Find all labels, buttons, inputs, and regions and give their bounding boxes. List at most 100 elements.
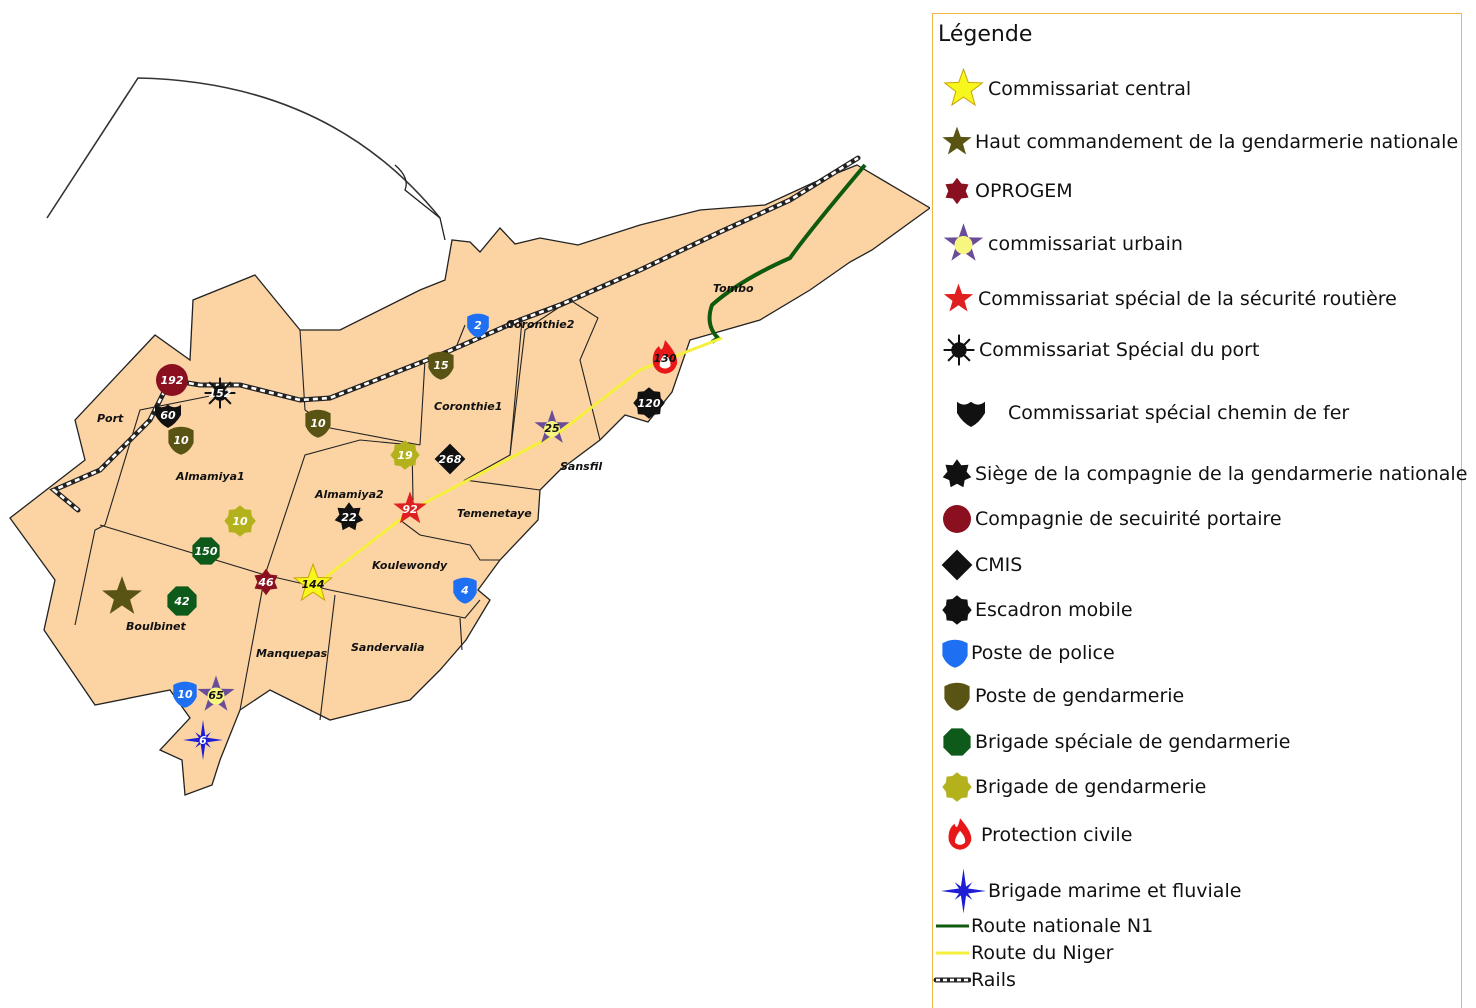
marker-value: 25: [544, 422, 560, 435]
marker-value: 46: [257, 576, 274, 589]
district-label-koulewondy: Koulewondy: [372, 559, 448, 572]
marker-urban-police: 65: [197, 675, 235, 711]
marker-value: 4: [460, 584, 469, 597]
marker-value: 42: [173, 595, 190, 608]
legend-item-label: Route nationale N1: [971, 915, 1154, 937]
legend-item-label: Siège de la compagnie de la gendarmerie …: [975, 463, 1468, 485]
marker-value: 2: [474, 319, 482, 332]
marker-oprogem: 46: [254, 568, 278, 596]
marker-value: 144: [302, 578, 325, 591]
district-label-sandervalia: Sandervalia: [351, 641, 425, 654]
marker-value: 130: [654, 352, 677, 365]
marker-value: 120: [638, 397, 661, 410]
legend-rail-police-icon: [957, 401, 985, 427]
legend-mobile-squadron-icon: [942, 595, 972, 625]
legend-gend-hq-seat-icon: [942, 459, 972, 488]
marker-port-special: 152: [204, 377, 236, 409]
marker-value: 150: [195, 545, 218, 558]
district-label-boulbinet: Boulbinet: [126, 620, 186, 633]
legend-special-brigade-icon: [943, 728, 971, 756]
marker-value: 192: [161, 374, 184, 387]
route-niger-swatch-icon: [936, 951, 969, 955]
legend-item-label: Poste de police: [971, 642, 1115, 664]
legend-civil-protection-icon: [948, 818, 972, 850]
marker-mobile-squadron: 120: [633, 387, 665, 419]
marker-police-post: 2: [467, 313, 489, 338]
district-label-almamiya2: Almamiya2: [314, 488, 384, 501]
marker-value: 10: [173, 434, 189, 447]
legend-item-label: Route du Niger: [971, 942, 1114, 964]
marker-value: 60: [160, 409, 176, 422]
district-labels: Port Almamiya1 Almamiya2 Coronthie1 Coro…: [97, 282, 754, 660]
legend-item-route-niger: Route du Niger: [933, 941, 1113, 965]
marker-police-post: 10: [173, 681, 197, 708]
district-label-tombo: Tombo: [713, 282, 754, 295]
legend-item-rail-police: Commissariat spécial chemin de fer: [933, 393, 1349, 433]
legend-item-police-post: Poste de police: [933, 633, 1115, 673]
legend-item-cmis: CMIS: [933, 545, 1022, 585]
legend-item-central-police: Commissariat central: [933, 67, 1192, 109]
marker-civil-protection: 130: [652, 340, 678, 374]
legend-item-port-special: Commissariat Spécial du port: [933, 330, 1259, 370]
marker-central-police: 144: [292, 562, 334, 602]
district-label-coronthie1: Coronthie1: [434, 400, 502, 413]
legend-item-label: Commissariat spécial chemin de fer: [1008, 402, 1350, 424]
district-label-sansfil: Sansfil: [560, 460, 602, 473]
district-label-manquepas: Manquepas: [256, 647, 328, 660]
legend-police-post-icon: [942, 639, 968, 668]
legend-road-safety-icon: [943, 283, 974, 312]
marker-value: 10: [232, 515, 248, 528]
legend-title: Légende: [938, 22, 1033, 47]
legend-item-civil-protection: Protection civile: [933, 815, 1132, 855]
district-label-temenetaye: Temenetaye: [457, 507, 532, 520]
legend-item-label: Commissariat central: [988, 78, 1192, 100]
marker-company-port: 192: [156, 364, 188, 396]
marker-value: 15: [433, 359, 449, 372]
legend-item-label: Rails: [971, 969, 1016, 991]
marker-gend-hq-seat: 22: [334, 502, 364, 531]
marker-value: 10: [310, 417, 326, 430]
marker-gend-brigade: 19: [390, 440, 420, 470]
marker-gend-hq: [102, 576, 142, 614]
legend-maritime-brigade-icon: [941, 868, 986, 914]
legend-urban-police-icon: [943, 223, 984, 261]
marker-value: 268: [439, 453, 462, 466]
legend-port-special-icon: [943, 334, 975, 366]
marker-layer: 192 152 60 10 10 2 15 130 120 25 19 268 22 92 10 150 46 1…: [102, 313, 678, 760]
marker-gend-brigade: 10: [224, 505, 256, 537]
legend-item-label: Haut commandement de la gendarmerie nati…: [975, 131, 1459, 153]
legend-item-mobile-squadron: Escadron mobile: [933, 590, 1133, 630]
legend-item-road-safety: Commissariat spécial de la sécurité rout…: [933, 279, 1397, 319]
legend-item-maritime-brigade: Brigade marime et fluviale: [933, 868, 1242, 914]
legend-item-label: OPROGEM: [975, 180, 1073, 202]
legend-item-gend-hq: Haut commandement de la gendarmerie nati…: [933, 122, 1458, 162]
legend-item-gend-post: Poste de gendarmerie: [933, 676, 1184, 716]
legend-item-route-n1: Route nationale N1: [933, 914, 1153, 938]
marker-special-brigade: 42: [167, 586, 197, 616]
legend-central-police-icon: [943, 67, 984, 107]
legend-item-urban-police: commissariat urbain: [933, 223, 1183, 264]
legend-gend-brigade-icon: [942, 772, 972, 802]
legend-item-label: CMIS: [975, 554, 1023, 576]
marker-value: 19: [397, 449, 413, 462]
legend-item-special-brigade: Brigade spéciale de gendarmerie: [933, 722, 1290, 762]
legend-item-gend-brigade: Brigade de gendarmerie: [933, 767, 1206, 807]
legend-item-label: Escadron mobile: [975, 599, 1133, 621]
legend-item-label: Commissariat Spécial du port: [979, 339, 1260, 361]
marker-gend-post: 10: [305, 409, 331, 438]
kaloum-map: Port Almamiya1 Almamiya2 Coronthie1 Coro…: [9, 77, 930, 796]
marker-value: 22: [341, 511, 357, 524]
legend-item-oprogem: OPROGEM: [933, 171, 1073, 211]
route-n1-swatch-icon: [936, 924, 969, 928]
marker-gend-post: 10: [168, 426, 194, 455]
port-basin-edge: [394, 164, 446, 241]
legend-item-gend-hq-seat: Siège de la compagnie de la gendarmerie …: [933, 454, 1467, 494]
marker-value: 92: [402, 503, 418, 516]
legend-company-port-icon: [943, 505, 971, 533]
port-jetty-line: [46, 77, 441, 219]
legend-item-label: Brigade marime et fluviale: [988, 880, 1242, 902]
marker-value: 65: [208, 689, 224, 702]
route-n1-line: [707, 163, 867, 344]
district-label-port: Port: [97, 412, 124, 425]
